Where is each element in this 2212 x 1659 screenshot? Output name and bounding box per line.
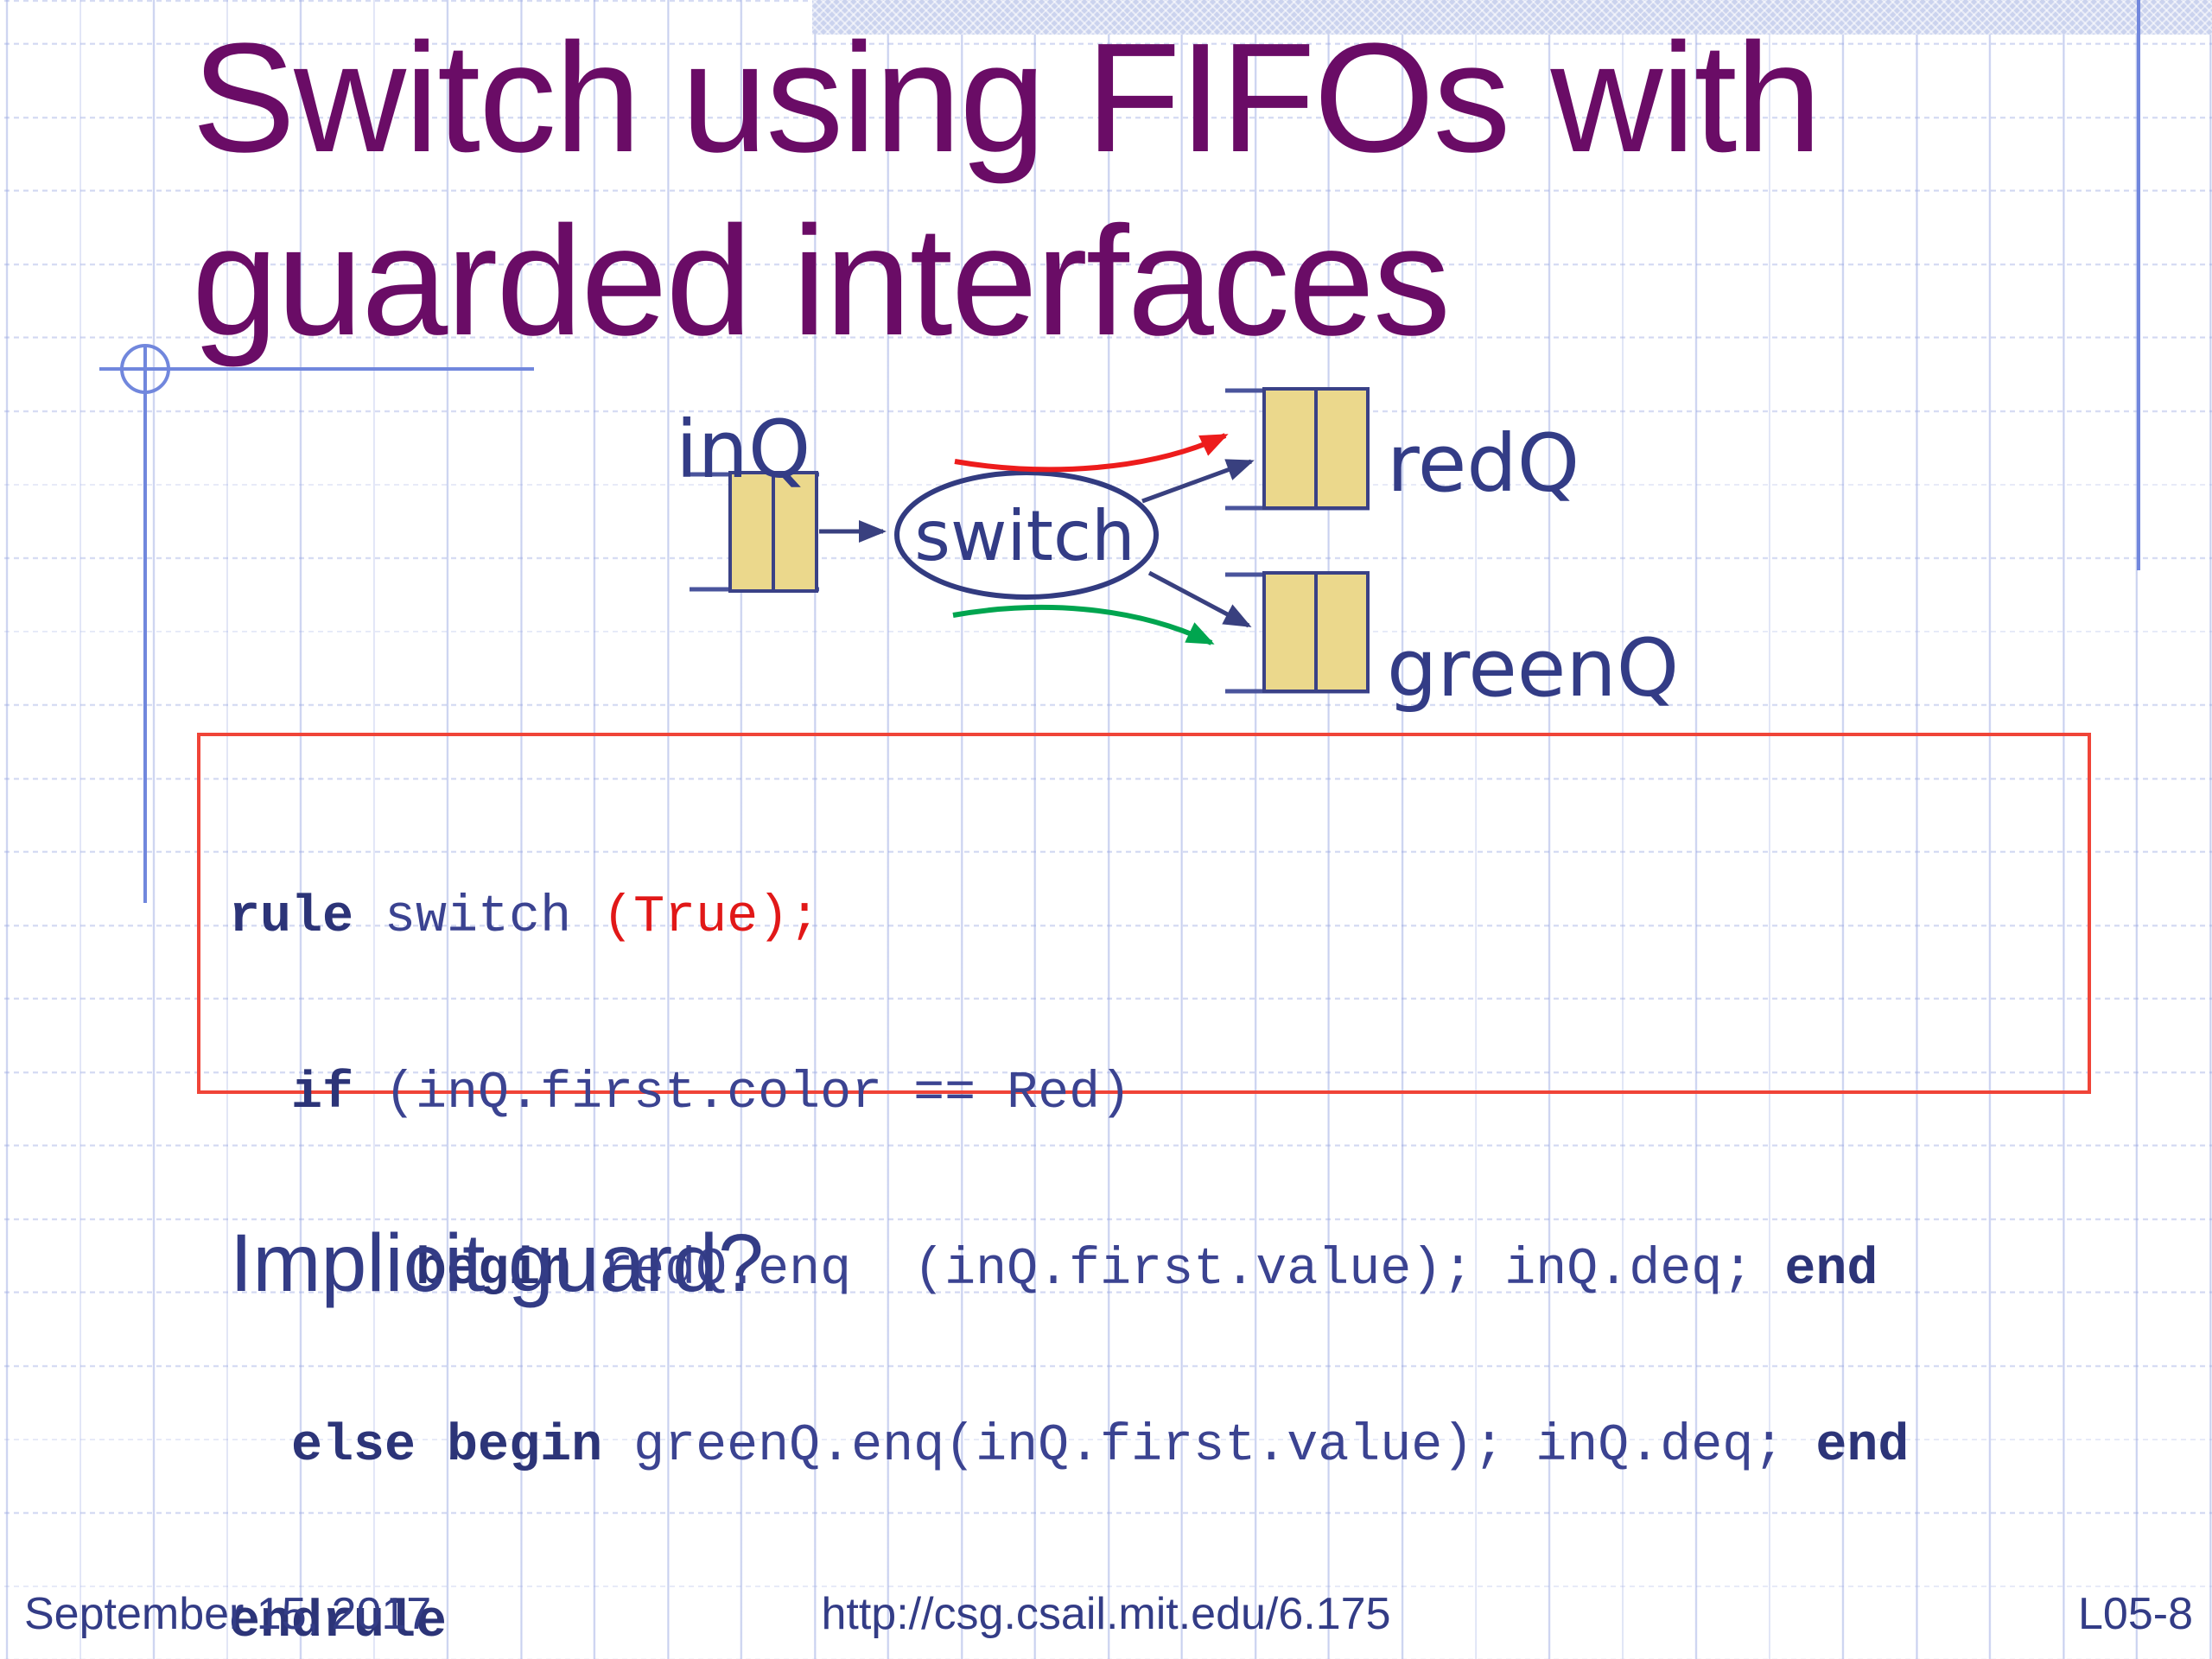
- footer: September 15, 2017 http://csg.csail.mit.…: [0, 1588, 2212, 1640]
- code-seg: (inQ.first.color == Red): [353, 1065, 1132, 1123]
- code-seg: redQ.enq (inQ.first.value); inQ.deq;: [571, 1241, 1785, 1300]
- inq-label: inQ: [676, 404, 810, 496]
- code-line-2: if (inQ.first.color == Red): [229, 1065, 1909, 1123]
- code-line-5: endrule: [229, 1593, 1909, 1652]
- code-seg: (True);: [602, 888, 821, 947]
- implicit-guard-question: Implicit guard?: [230, 1217, 764, 1309]
- code-seg: switch: [353, 888, 603, 947]
- fifo-redq: [1225, 387, 1370, 511]
- arrow-switch-to-greenq: [1147, 570, 1252, 628]
- code-seg: [229, 1417, 291, 1476]
- code-seg: end: [1784, 1241, 1878, 1300]
- code-seg: end: [1815, 1417, 1910, 1476]
- slide-title: Switch using FIFOs with guarded interfac…: [192, 7, 2093, 374]
- top-accent-band: [812, 0, 2212, 35]
- footer-date: September 15, 2017: [24, 1589, 432, 1639]
- code-line-1: rule switch (True);: [229, 888, 1909, 947]
- switch-node: [894, 470, 1159, 600]
- arrow-switch-to-redq: [1141, 459, 1255, 504]
- footer-url: http://csg.csail.mit.edu/6.175: [821, 1589, 1391, 1639]
- code-box: [197, 733, 2091, 1094]
- fifo-greenq: [1225, 571, 1370, 694]
- title-line-1: Switch using FIFOs with: [192, 11, 1822, 185]
- greenq-label: greenQ: [1387, 622, 1679, 715]
- arrow-red-path: [954, 433, 1229, 473]
- code-seg: else begin: [291, 1417, 603, 1476]
- code-listing: rule switch (True); if (inQ.first.color …: [229, 771, 1909, 1659]
- accent-circle: [120, 344, 170, 394]
- code-seg: [229, 1065, 291, 1123]
- arrow-green-path: [952, 604, 1215, 645]
- switch-label: switch: [914, 496, 1135, 576]
- code-line-3: begin redQ.enq (inQ.first.value); inQ.de…: [229, 1241, 1909, 1300]
- title-line-2: guarded interfaces: [192, 194, 1451, 369]
- code-seg: begin: [416, 1241, 572, 1300]
- redq-label: redQ: [1387, 417, 1580, 510]
- code-seg: greenQ.enq(inQ.first.value); inQ.deq;: [602, 1417, 1816, 1476]
- code-line-4: else begin greenQ.enq(inQ.first.value); …: [229, 1417, 1909, 1476]
- footer-slide-number: L05-8: [2078, 1589, 2193, 1639]
- code-seg: endrule: [229, 1593, 448, 1652]
- code-seg: rule: [229, 888, 354, 947]
- code-seg: if: [291, 1065, 354, 1123]
- fifo-inq: [690, 471, 819, 593]
